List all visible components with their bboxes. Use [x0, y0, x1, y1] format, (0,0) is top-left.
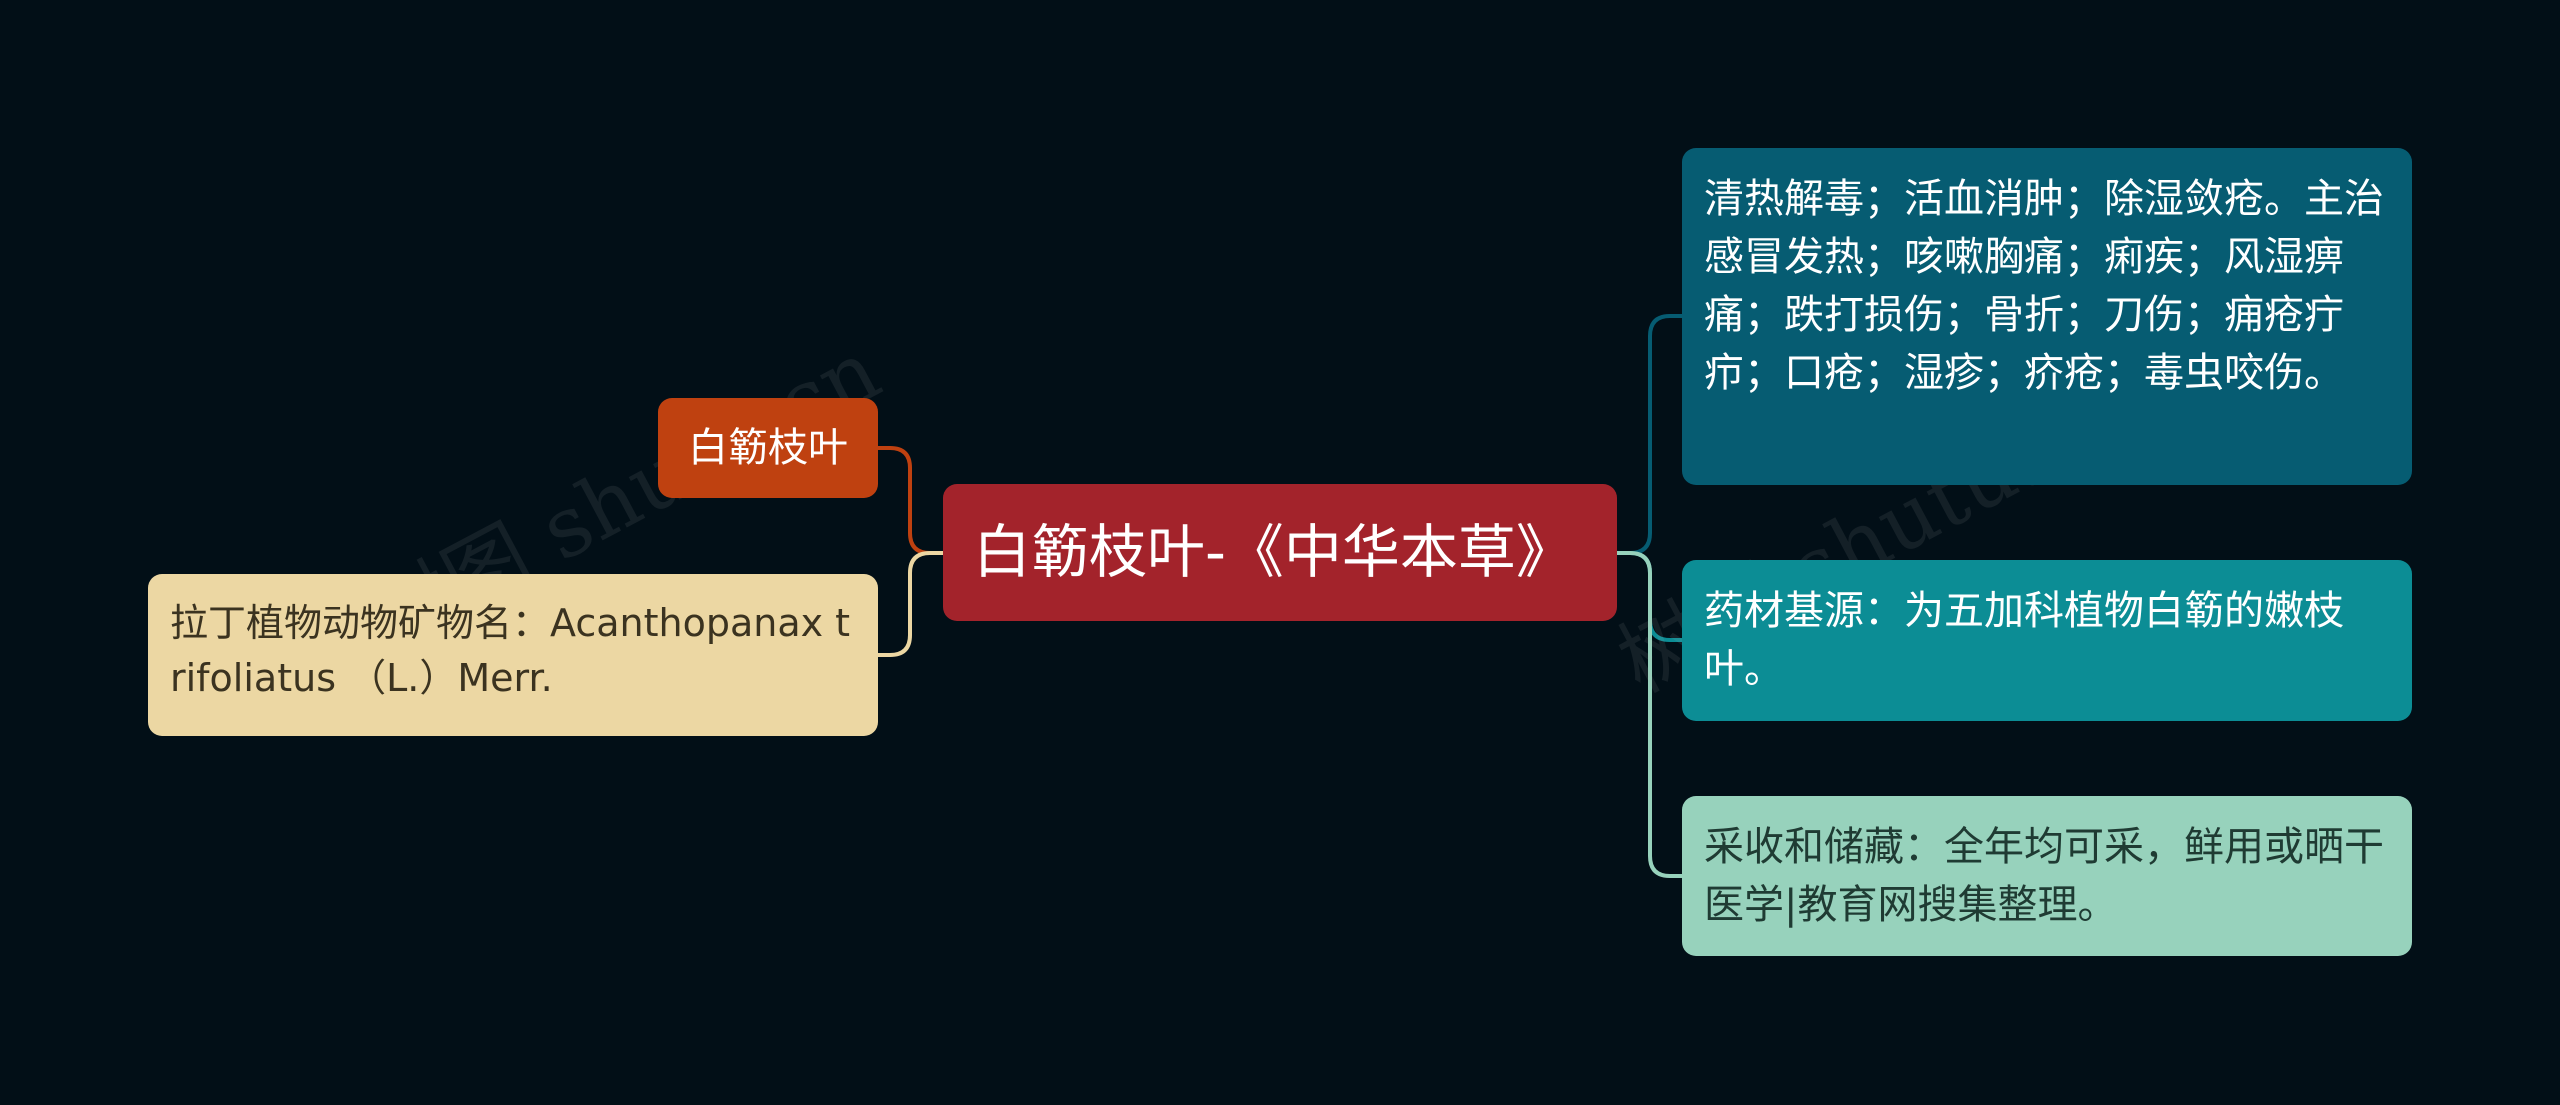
source-text: 药材基源：为五加科植物白簕的嫩枝叶。	[1704, 588, 2344, 692]
connector-central-to-left-title	[878, 446, 943, 555]
connector-central-to-harvest	[1617, 551, 1682, 878]
left-title-node[interactable]: 白簕枝叶	[658, 398, 878, 498]
connector-central-to-left-latin	[878, 551, 943, 657]
effects-text: 清热解毒；活血消肿；除湿敛疮。主治感冒发热；咳嗽胸痛；痢疾；风湿痹痛；跌打损伤；…	[1704, 176, 2384, 396]
central-topic-label: 白簕枝叶-《中华本草》	[973, 518, 1574, 587]
connector-central-to-effects	[1617, 314, 1682, 555]
latin-name-node[interactable]: 拉丁植物动物矿物名：Acanthopanax trifoliatus （L.）M…	[148, 574, 878, 736]
left-title-label: 白簕枝叶	[688, 425, 848, 471]
source-node[interactable]: 药材基源：为五加科植物白簕的嫩枝叶。	[1682, 560, 2412, 721]
harvest-node[interactable]: 采收和储藏：全年均可采，鲜用或晒干医学|教育网搜集整理。	[1682, 796, 2412, 956]
central-topic-node[interactable]: 白簕枝叶-《中华本草》	[943, 484, 1617, 621]
latin-name-text: 拉丁植物动物矿物名：Acanthopanax trifoliatus （L.）M…	[170, 601, 851, 701]
harvest-text: 采收和储藏：全年均可采，鲜用或晒干医学|教育网搜集整理。	[1704, 824, 2384, 928]
effects-node[interactable]: 清热解毒；活血消肿；除湿敛疮。主治感冒发热；咳嗽胸痛；痢疾；风湿痹痛；跌打损伤；…	[1682, 148, 2412, 485]
